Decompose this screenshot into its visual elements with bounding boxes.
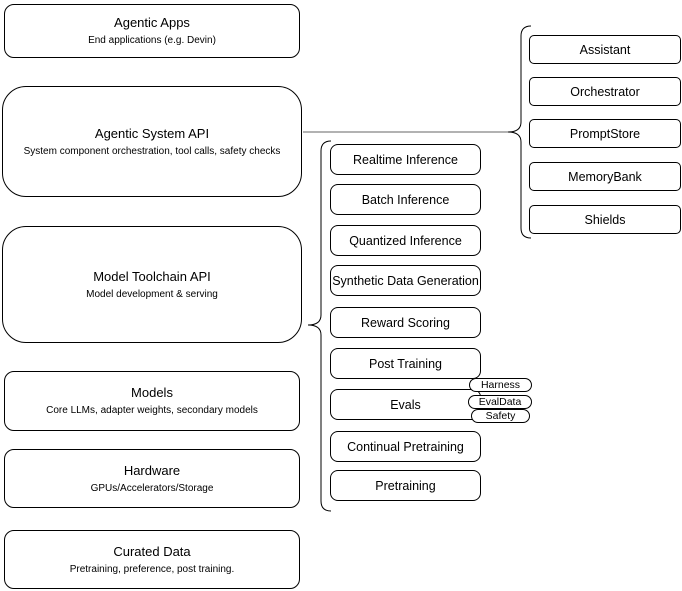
service-quantized-inference: Quantized Inference [330, 225, 481, 256]
service-reward-scoring: Reward Scoring [330, 307, 481, 338]
node-title: Agentic System API [94, 125, 210, 141]
component-orchestrator: Orchestrator [529, 77, 681, 106]
component-promptstore: PromptStore [529, 119, 681, 148]
system-components-brace [507, 25, 532, 239]
toolchain-services-brace [307, 140, 332, 512]
node-subtitle: End applications (e.g. Devin) [88, 35, 216, 46]
component-memorybank: MemoryBank [529, 162, 681, 191]
node-title: Curated Data [113, 543, 191, 559]
node-title: Agentic Apps [114, 15, 190, 30]
service-realtime-inference: Realtime Inference [330, 144, 481, 175]
eval-tag-harness: Harness [469, 378, 532, 392]
node-subtitle: Pretraining, preference, post training. [69, 563, 235, 575]
service-evals: Evals [330, 389, 481, 420]
service-pretraining: Pretraining [330, 470, 481, 501]
node-models: Models Core LLMs, adapter weights, secon… [4, 371, 300, 431]
node-curated-data: Curated Data Pretraining, preference, po… [4, 530, 300, 589]
node-subtitle: GPUs/Accelerators/Storage [90, 482, 214, 494]
service-synthetic-data-generation: Synthetic Data Generation [330, 265, 481, 296]
eval-tag-safety: Safety [471, 409, 530, 423]
node-title: Model Toolchain API [93, 268, 211, 284]
node-subtitle: Core LLMs, adapter weights, secondary mo… [46, 405, 258, 416]
node-title: Hardware [123, 462, 181, 478]
node-subtitle: System component orchestration, tool cal… [23, 145, 281, 157]
node-agentic-system-api: Agentic System API System component orch… [2, 86, 302, 197]
eval-tag-evaldata: EvalData [468, 395, 532, 409]
component-shields: Shields [529, 205, 681, 234]
node-agentic-apps: Agentic Apps End applications (e.g. Devi… [4, 4, 300, 58]
node-title: Models [131, 385, 173, 400]
service-batch-inference: Batch Inference [330, 184, 481, 215]
node-subtitle: Model development & serving [86, 288, 218, 300]
node-model-toolchain-api: Model Toolchain API Model development & … [2, 226, 302, 343]
component-assistant: Assistant [529, 35, 681, 64]
node-hardware: Hardware GPUs/Accelerators/Storage [4, 449, 300, 508]
service-continual-pretraining: Continual Pretraining [330, 431, 481, 462]
service-post-training: Post Training [330, 348, 481, 379]
